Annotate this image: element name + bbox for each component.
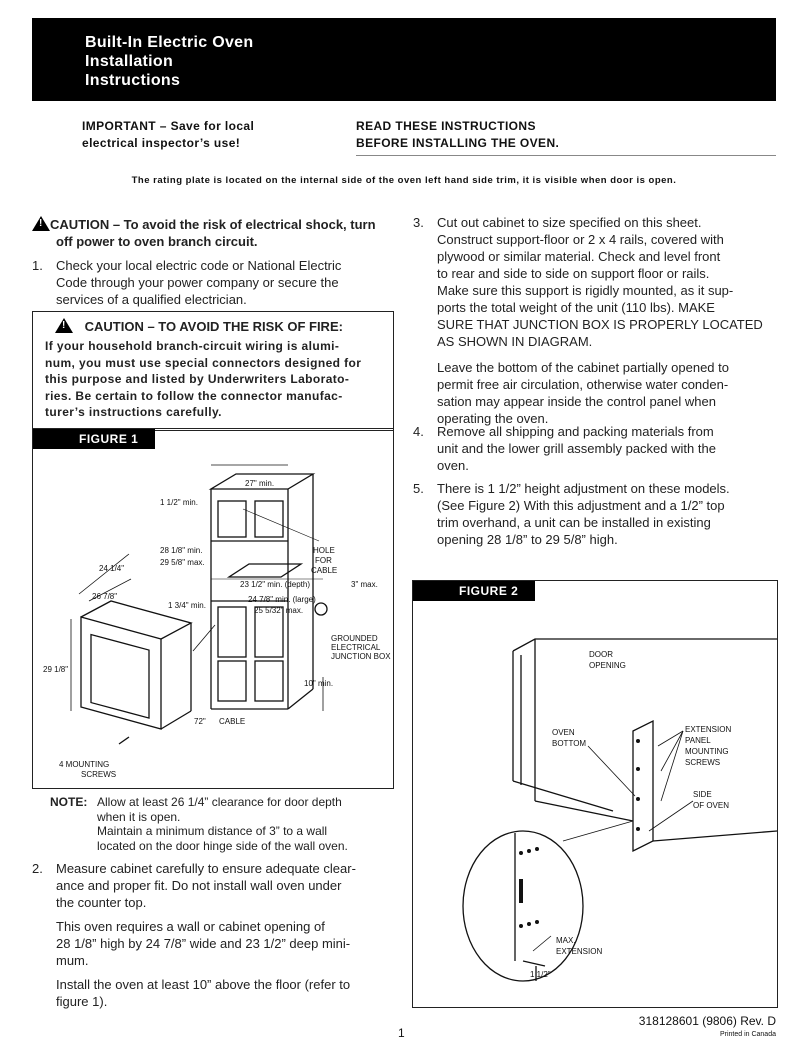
rating-plate-note: The rating plate is located on the inter…	[131, 175, 677, 186]
text-line: Leave the bottom of the cabinet partiall…	[437, 360, 729, 375]
text-line: opening 28 1/8” to 29 5/8” high.	[437, 532, 618, 547]
text-line: Code through your power company or secur…	[56, 275, 339, 290]
figure-1: FIGURE 1	[32, 428, 394, 789]
text-line: mum.	[56, 953, 89, 968]
important-note: IMPORTANT – Save for local electrical in…	[82, 119, 255, 150]
figure-2: FIGURE 2	[412, 580, 778, 1008]
figure-2-title: FIGURE 2	[459, 584, 519, 598]
text-line: SURE THAT JUNCTION BOX IS PROPERLY LOCAT…	[437, 317, 763, 332]
text-line: this purpose and listed by Underwriters …	[45, 372, 350, 386]
text-line: services of a qualified electrician.	[56, 292, 247, 307]
caution-shock: CAUTION – To avoid the risk of electrica…	[32, 216, 402, 250]
text-line: Maintain a minimum distance of 3” to a w…	[97, 824, 328, 838]
text-line: Measure cabinet carefully to ensure adeq…	[56, 861, 356, 876]
text-line: plywood or similar material. Check and l…	[437, 249, 721, 264]
text-line: turer’s instructions carefully.	[45, 405, 222, 419]
title-line-3: Instructions	[85, 72, 181, 89]
text-line: Cut out cabinet to size specified on thi…	[437, 215, 702, 230]
text-line: to rear and side to side on support floo…	[437, 266, 710, 281]
figure-1-title: FIGURE 1	[79, 432, 139, 446]
text-line: oven.	[437, 458, 469, 473]
text-line: 28 1/8” high by 24 7/8” wide and 23 1/2”…	[56, 936, 351, 951]
figure-2-diagram	[462, 638, 777, 982]
text-line: Construct support-floor or 2 x 4 rails, …	[437, 232, 724, 247]
text-line: If your household branch-circuit wiring …	[45, 339, 340, 353]
text-line: the counter top.	[56, 895, 147, 910]
text-line: Make sure this support is rigidly mounte…	[437, 283, 734, 298]
figure-1-diagram	[70, 464, 328, 745]
warning-icon	[55, 318, 73, 333]
step-4: 4. Remove all shipping and packing mater…	[413, 423, 778, 474]
note: NOTE: Allow at least 26 1/4” clearance f…	[50, 795, 395, 853]
page-number: 1	[398, 1026, 405, 1040]
caution-fire-box: CAUTION – TO AVOID THE RISK OF FIRE: If …	[32, 311, 394, 431]
step-5: 5. There is 1 1/2” height adjustment on …	[413, 480, 778, 548]
text-line: figure 1).	[56, 994, 108, 1009]
text-line: Install the oven at least 10” above the …	[56, 977, 351, 992]
step-2: 2. Measure cabinet carefully to ensure a…	[32, 860, 402, 1010]
caution-fire-text: If your household branch-circuit wiring …	[45, 338, 361, 421]
step-1-text: Check your local electric code or Nation…	[32, 257, 402, 308]
text-line: unit and the lower grill assembly packed…	[437, 441, 716, 456]
text-line: Check your local electric code or Nation…	[56, 258, 342, 273]
divider	[356, 155, 776, 156]
text-line: located on the door hinge side of the wa…	[97, 838, 348, 853]
text-line: Allow at least 26 1/4” clearance for doo…	[97, 795, 342, 809]
text-line: Remove all shipping and packing material…	[437, 424, 714, 439]
part-number: 318128601 (9806) Rev. D	[638, 1014, 776, 1028]
text-line: ports the total weight of the unit (110 …	[437, 300, 715, 315]
read-instructions-note: READ THESE INSTRUCTIONS BEFORE INSTALLIN…	[356, 119, 560, 150]
text-line: when it is open.	[97, 809, 181, 824]
text-line: permit free air circulation, otherwise w…	[437, 377, 729, 392]
title-line-1: Built-In Electric Oven	[85, 34, 254, 51]
text-line: AS SHOWN IN DIAGRAM.	[437, 334, 593, 349]
text-line: There is 1 1/2” height adjustment on the…	[437, 481, 730, 496]
text-line: This oven requires a wall or cabinet ope…	[56, 919, 325, 934]
header-bar: Built-In Electric Oven Installation Inst…	[32, 18, 776, 101]
text-line: (See Figure 2) With this adjustment and …	[437, 498, 725, 513]
printed-in: Printed in Canada	[719, 1031, 776, 1038]
text-line: ries. Be certain to follow the connector…	[45, 388, 343, 403]
text-line: ance and proper fit. Do not install wall…	[56, 878, 342, 893]
text-line: num, you must use special connectors des…	[45, 355, 362, 370]
text-line: sation may appear inside the control pan…	[437, 394, 716, 409]
step-3: 3. Cut out cabinet to size specified on …	[413, 214, 778, 427]
step-1: 1. Check your local electric code or Nat…	[32, 257, 402, 308]
warning-icon	[32, 216, 50, 231]
title-line-2: Installation	[85, 53, 174, 70]
text-line: trim overhand, a unit can be installed i…	[437, 515, 711, 530]
text-line: operating the oven.	[437, 411, 549, 426]
